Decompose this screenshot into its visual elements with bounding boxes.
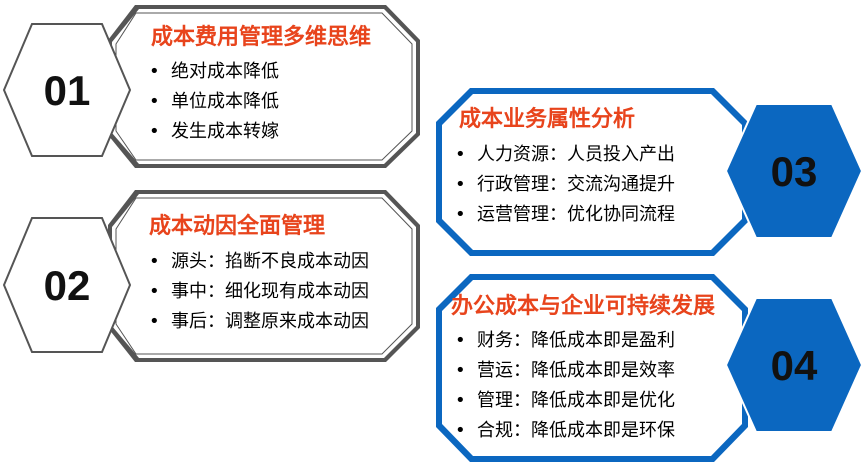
card-04-list: 财务：降低成本即是盈利 营运：降低成本即是效率 管理：降低成本即是优化 合规：降…	[455, 326, 675, 446]
card-03-title: 成本业务属性分析	[459, 107, 636, 132]
list-item: 合规：降低成本即是环保	[455, 416, 675, 446]
list-item: 营运：降低成本即是效率	[455, 356, 675, 386]
card-01-list: 绝对成本降低 单位成本降低 发生成本转嫁	[149, 57, 279, 147]
list-item: 发生成本转嫁	[149, 117, 279, 147]
list-item: 绝对成本降低	[149, 57, 279, 87]
list-item: 人力资源：人员投入产出	[455, 140, 675, 170]
hex-01	[2, 23, 132, 157]
list-item: 事后：调整原来成本动因	[149, 307, 369, 337]
card-04-number: 04	[770, 342, 818, 389]
card-02-list: 源头：掐断不良成本动因 事中：细化现有成本动因 事后：调整原来成本动因	[149, 247, 369, 337]
card-01-title: 成本费用管理多维思维	[151, 25, 372, 50]
list-item: 管理：降低成本即是优化	[455, 386, 675, 416]
list-item: 运营管理：优化协同流程	[455, 200, 675, 230]
card-04-title: 办公成本与企业可持续发展	[451, 294, 716, 319]
hex-04	[724, 297, 862, 433]
list-item: 单位成本降低	[149, 87, 279, 117]
list-item: 行政管理：交流沟通提升	[455, 170, 675, 200]
hex-03	[724, 103, 862, 239]
hex-02	[2, 217, 132, 353]
card-03-number: 03	[770, 148, 818, 195]
list-item: 事中：细化现有成本动因	[149, 277, 369, 307]
card-02-title: 成本动因全面管理	[149, 214, 326, 239]
list-item: 源头：掐断不良成本动因	[149, 247, 369, 277]
card-01-number: 01	[43, 67, 91, 114]
card-02-number: 02	[43, 262, 91, 309]
card-03-list: 人力资源：人员投入产出 行政管理：交流沟通提升 运营管理：优化协同流程	[455, 140, 675, 230]
list-item: 财务：降低成本即是盈利	[455, 326, 675, 356]
